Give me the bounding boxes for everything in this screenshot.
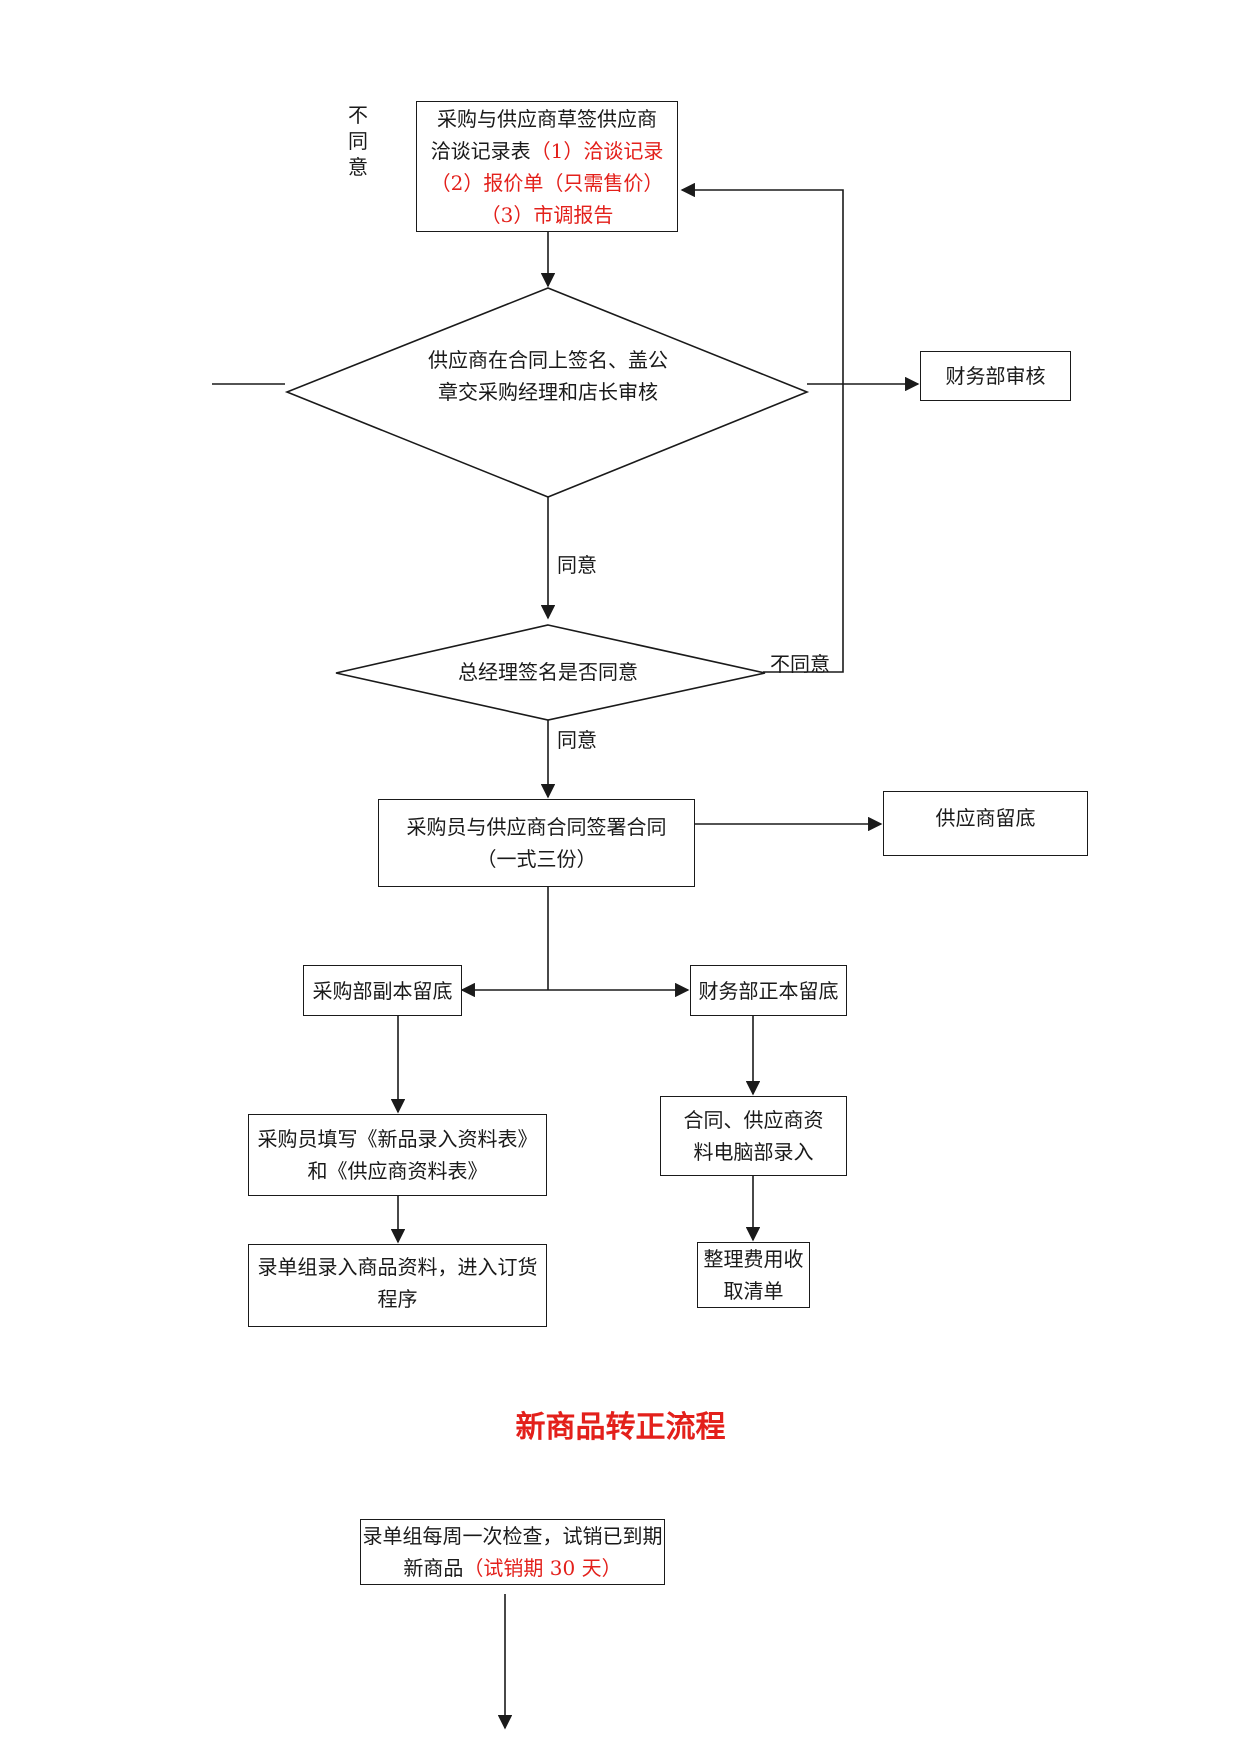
gm-decision-diamond — [335, 624, 766, 721]
weekly-check-text: 录单组每周一次检查，试销已到期新商品 — [362, 1524, 663, 1580]
disagree-loop-line — [680, 182, 844, 673]
purchase-copy-box: 采购部副本留底 — [303, 965, 462, 1016]
it-entry-text: 合同、供应商资料电脑部录入 — [683, 1108, 824, 1164]
disagree-label: 不同意 — [770, 652, 830, 676]
quotation-item: （2）报价单（只需售价） — [430, 170, 664, 195]
purchase-copy-text: 采购部副本留底 — [312, 978, 453, 1003]
supplier-copy-box: 供应商留底 — [883, 791, 1088, 856]
fee-list-box: 整理费用收取清单 — [697, 1242, 810, 1308]
weekly-check-box: 录单组每周一次检查，试销已到期新商品（试销期 30 天） — [360, 1519, 665, 1585]
negotiation-record-item: （1）洽谈记录 — [530, 138, 664, 163]
review-decision-text: 供应商在合同上签名、盖公章交采购经理和店长审核 — [428, 348, 668, 404]
flow2-title: 新商品转正流程 — [515, 1410, 726, 1445]
trial-period-note: （试销期 30 天） — [463, 1556, 622, 1580]
finance-copy-box: 财务部正本留底 — [690, 965, 847, 1016]
fee-list-text: 整理费用收取清单 — [703, 1247, 804, 1303]
order-entry-text: 录单组录入商品资料，进入订货程序 — [257, 1255, 538, 1311]
negotiation-line2: 洽谈记录表 — [430, 138, 531, 163]
it-entry-box: 合同、供应商资料电脑部录入 — [660, 1096, 847, 1176]
finance-audit-box: 财务部审核 — [920, 351, 1071, 401]
gm-decision-text: 总经理签名是否同意 — [458, 660, 638, 684]
sign-contract-text: 采购员与供应商合同签署合同（一式三份） — [406, 815, 667, 871]
market-report-item: （3）市调报告 — [480, 202, 614, 227]
fill-forms-box: 采购员填写《新品录入资料表》和《供应商资料表》 — [248, 1114, 547, 1196]
finance-copy-text: 财务部正本留底 — [698, 978, 839, 1003]
review-decision-diamond — [284, 287, 810, 498]
supplier-copy-text: 供应商留底 — [935, 806, 1036, 830]
negotiation-record-box: 采购与供应商草签供应商 洽谈记录表（1）洽谈记录 （2）报价单（只需售价） （3… — [416, 101, 678, 232]
agree-label-1: 同意 — [557, 553, 597, 577]
reject-side-label: 不 同 意 — [348, 103, 368, 179]
order-entry-box: 录单组录入商品资料，进入订货程序 — [248, 1244, 547, 1327]
fill-forms-text: 采购员填写《新品录入资料表》和《供应商资料表》 — [257, 1127, 538, 1183]
sign-contract-box: 采购员与供应商合同签署合同（一式三份） — [378, 799, 695, 887]
finance-audit-text: 财务部审核 — [945, 364, 1046, 388]
negotiation-line1: 采购与供应商草签供应商 — [437, 106, 657, 131]
agree-label-2: 同意 — [557, 728, 597, 752]
